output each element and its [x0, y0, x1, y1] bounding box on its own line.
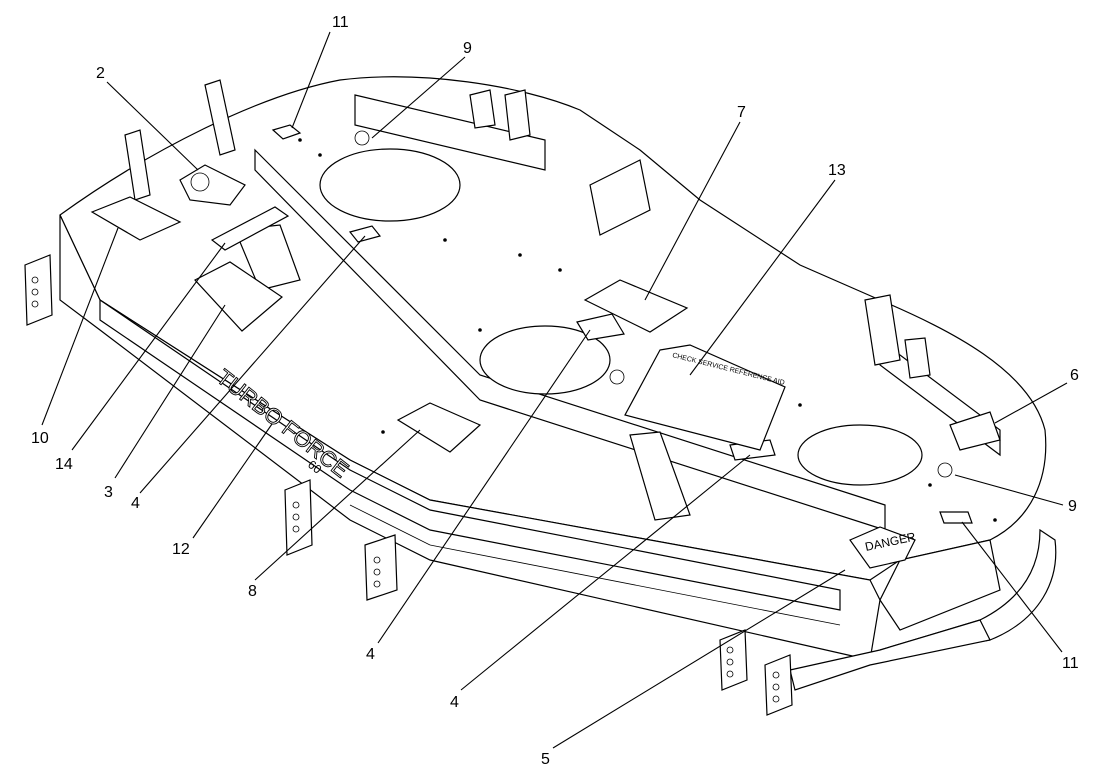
front-bumper-face — [789, 619, 991, 691]
callout-7: 7 — [737, 104, 746, 121]
bolt-hole-1 — [354, 130, 370, 146]
bracket-rear-2 — [124, 129, 151, 201]
callout-4-middle: 4 — [366, 646, 375, 663]
decal-4-center — [576, 313, 625, 341]
spindle-opening-left — [319, 148, 461, 222]
callout-8: 8 — [248, 583, 257, 600]
callout-2: 2 — [96, 65, 105, 82]
callout-12: 12 — [172, 541, 190, 558]
bracket-right-1 — [864, 294, 901, 366]
callout-4-bottom: 4 — [450, 694, 459, 711]
deck-right-skirt — [879, 539, 1001, 631]
decal-3 — [194, 261, 283, 332]
decal-5-danger — [849, 526, 916, 569]
decal-14 — [210, 206, 290, 251]
callout-5: 5 — [541, 751, 550, 768]
decal-7 — [583, 279, 689, 333]
bracket-rear-3 — [469, 89, 496, 129]
bracket-right-2 — [904, 337, 931, 379]
callout-10: 10 — [31, 430, 49, 447]
hanger-plate-left — [24, 254, 53, 326]
bracket-side-right — [589, 159, 651, 236]
mower-deck — [24, 76, 1057, 716]
bolt-hole-2 — [609, 369, 625, 385]
hanger-plate-front-2 — [364, 534, 398, 601]
spindle-opening-right — [797, 424, 923, 486]
callouts: 11 9 2 7 13 6 9 11 5 4 4 8 12 4 3 14 10 — [31, 14, 1079, 768]
bolt-hole-3 — [937, 462, 953, 478]
callout-14: 14 — [55, 456, 73, 473]
leader-lines — [41, 31, 1068, 749]
callout-9-right: 9 — [1068, 498, 1077, 515]
decal-13 — [624, 344, 786, 451]
bracket-rear-1 — [204, 79, 236, 156]
decal-6 — [949, 411, 1001, 451]
spindle-opening-center — [479, 325, 611, 395]
callout-6: 6 — [1070, 367, 1079, 384]
decal-8 — [396, 402, 482, 453]
decal-10 — [90, 196, 182, 241]
decal-11-right — [939, 511, 973, 524]
bracket-front-center — [629, 431, 691, 521]
front-bumper — [868, 528, 1057, 661]
bracket-rear-4 — [504, 89, 531, 141]
callout-11-rear: 11 — [332, 14, 349, 31]
hanger-plate-front-3 — [719, 629, 748, 691]
callout-11-right: 11 — [1062, 655, 1079, 672]
callout-13: 13 — [828, 162, 846, 179]
callout-9-left: 9 — [463, 40, 472, 57]
decal-11-rear — [271, 124, 302, 140]
callout-3: 3 — [104, 484, 113, 501]
callout-4-left: 4 — [131, 495, 140, 512]
decal-4-left — [348, 225, 382, 243]
front-rail — [99, 298, 841, 611]
deck-front-skirt — [59, 214, 881, 661]
